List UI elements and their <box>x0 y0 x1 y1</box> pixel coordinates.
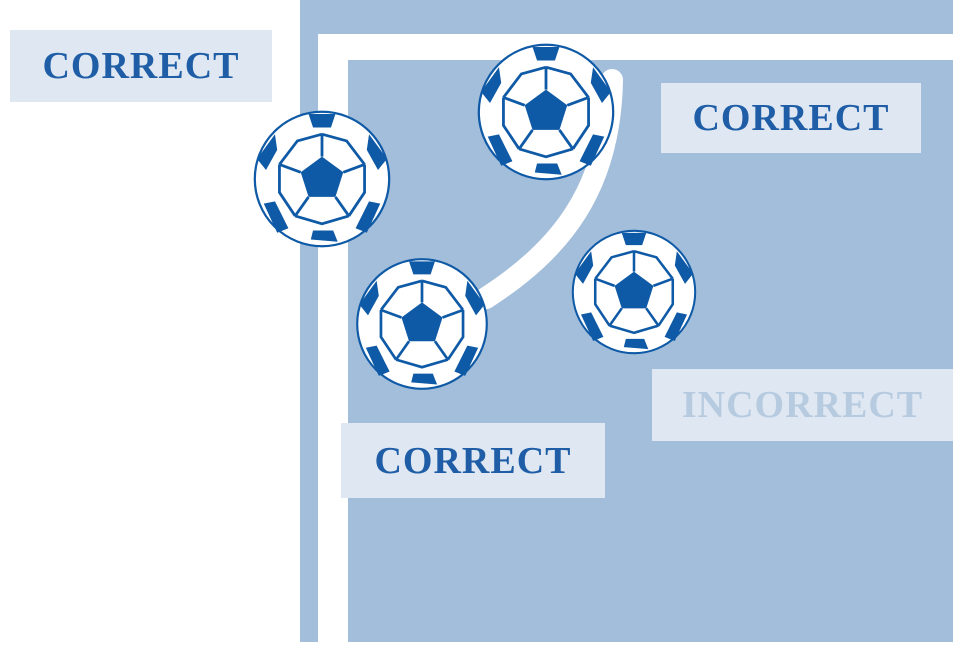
label-text: CORRECT <box>374 439 571 483</box>
label-text: INCORRECT <box>682 383 923 427</box>
label-text: CORRECT <box>42 44 239 88</box>
label-correct: CORRECT <box>341 423 605 498</box>
soccer-ball-icon <box>479 45 613 179</box>
goal-line <box>318 34 953 60</box>
soccer-ball-icon <box>255 112 389 246</box>
label-correct: CORRECT <box>10 30 272 102</box>
label-correct: CORRECT <box>661 83 921 153</box>
label-text: CORRECT <box>692 96 889 140</box>
soccer-ball-icon <box>573 231 695 353</box>
soccer-ball-icon <box>357 259 487 389</box>
label-incorrect: INCORRECT <box>652 369 953 441</box>
